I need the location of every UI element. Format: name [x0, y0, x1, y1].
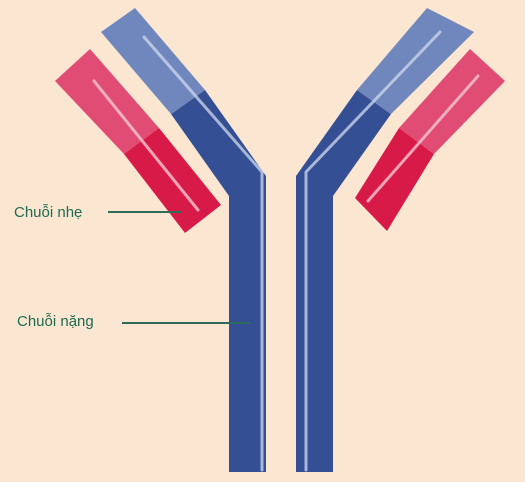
- light-chain-label: Chuỗi nhẹ: [14, 204, 82, 222]
- heavy-chain-right-stem: [296, 90, 391, 472]
- heavy-chain-left: [101, 8, 266, 472]
- heavy-chain-label: Chuỗi nặng: [17, 313, 94, 331]
- heavy-chain-left-stem: [171, 90, 266, 472]
